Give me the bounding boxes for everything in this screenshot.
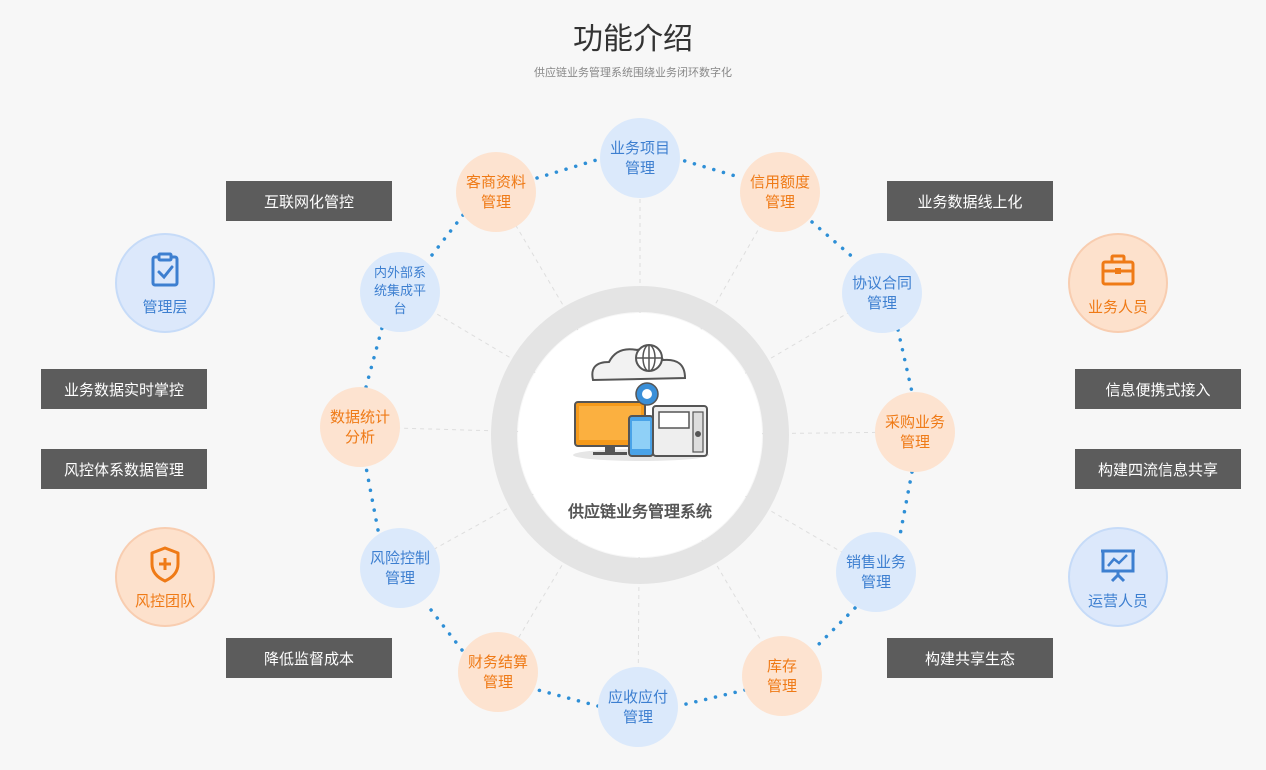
center-ring xyxy=(491,286,789,584)
page-title: 功能介绍 xyxy=(573,22,693,57)
role-label: 管理层 xyxy=(142,297,188,316)
module-credit-limit-management[interactable]: 信用额度管理 xyxy=(740,152,820,232)
label-realtime-data-control: 业务数据实时掌控 xyxy=(41,369,207,409)
label-four-flow-sharing: 构建四流信息共享 xyxy=(1075,449,1241,489)
module-contract-management[interactable]: 协议合同管理 xyxy=(842,253,922,333)
module-label: 应收应付管理 xyxy=(607,688,668,726)
role-label: 业务人员 xyxy=(1087,297,1148,316)
module-purchase-management[interactable]: 采购业务管理 xyxy=(875,392,955,472)
label-portable-access: 信息便携式接入 xyxy=(1075,369,1241,409)
role-risk-team: 风控团队 xyxy=(115,527,215,627)
label-risk-system-data: 风控体系数据管理 xyxy=(41,449,207,489)
role-label: 风控团队 xyxy=(134,591,195,610)
module-data-statistics-analysis[interactable]: 数据统计分析 xyxy=(320,387,400,467)
module-sales-management[interactable]: 销售业务管理 xyxy=(836,532,916,612)
module-label: 销售业务管理 xyxy=(845,553,906,591)
dotted-ring xyxy=(364,156,914,708)
clipboard-check-icon xyxy=(151,252,179,286)
role-sales-staff: 业务人员 xyxy=(1068,233,1168,333)
module-inventory-management[interactable]: 库存管理 xyxy=(742,636,822,716)
module-finance-settlement-management[interactable]: 财务结算管理 xyxy=(458,632,538,712)
role-management: 管理层 xyxy=(115,233,215,333)
module-receivable-payable-management[interactable]: 应收应付管理 xyxy=(598,667,678,747)
module-label: 业务项目管理 xyxy=(609,139,670,177)
module-project-management[interactable]: 业务项目管理 xyxy=(600,118,680,198)
module-merchant-data-management[interactable]: 客商资料管理 xyxy=(456,152,536,232)
module-risk-control-management[interactable]: 风险控制管理 xyxy=(360,528,440,608)
presentation-board-icon xyxy=(1101,549,1135,582)
role-operations-staff: 运营人员 xyxy=(1068,527,1168,627)
shield-plus-icon xyxy=(150,546,180,582)
label-reduce-supervision-cost: 降低监督成本 xyxy=(226,638,392,678)
label-shared-ecosystem: 构建共享生态 xyxy=(887,638,1053,678)
system-illustration-icon xyxy=(573,344,709,461)
module-label: 协议合同管理 xyxy=(851,274,912,312)
center-system-label: 供应链业务管理系统 xyxy=(567,502,712,521)
module-label: 信用额度管理 xyxy=(749,173,810,211)
label-internet-control: 互联网化管控 xyxy=(226,181,392,221)
module-label: 数据统计分析 xyxy=(329,408,390,446)
module-label: 库存管理 xyxy=(766,657,797,695)
label-business-data-online: 业务数据线上化 xyxy=(887,181,1053,221)
module-label: 内外部系统集成平台 xyxy=(373,266,426,317)
role-label: 运营人员 xyxy=(1087,591,1148,610)
module-system-integration-platform[interactable]: 内外部系统集成平台 xyxy=(360,252,440,332)
page-subtitle: 供应链业务管理系统围绕业务闭环数字化 xyxy=(534,66,732,79)
briefcase-icon xyxy=(1101,254,1135,285)
module-label: 客商资料管理 xyxy=(465,173,526,211)
module-label: 采购业务管理 xyxy=(884,413,945,451)
module-label: 风险控制管理 xyxy=(369,549,430,587)
module-label: 财务结算管理 xyxy=(467,653,528,691)
